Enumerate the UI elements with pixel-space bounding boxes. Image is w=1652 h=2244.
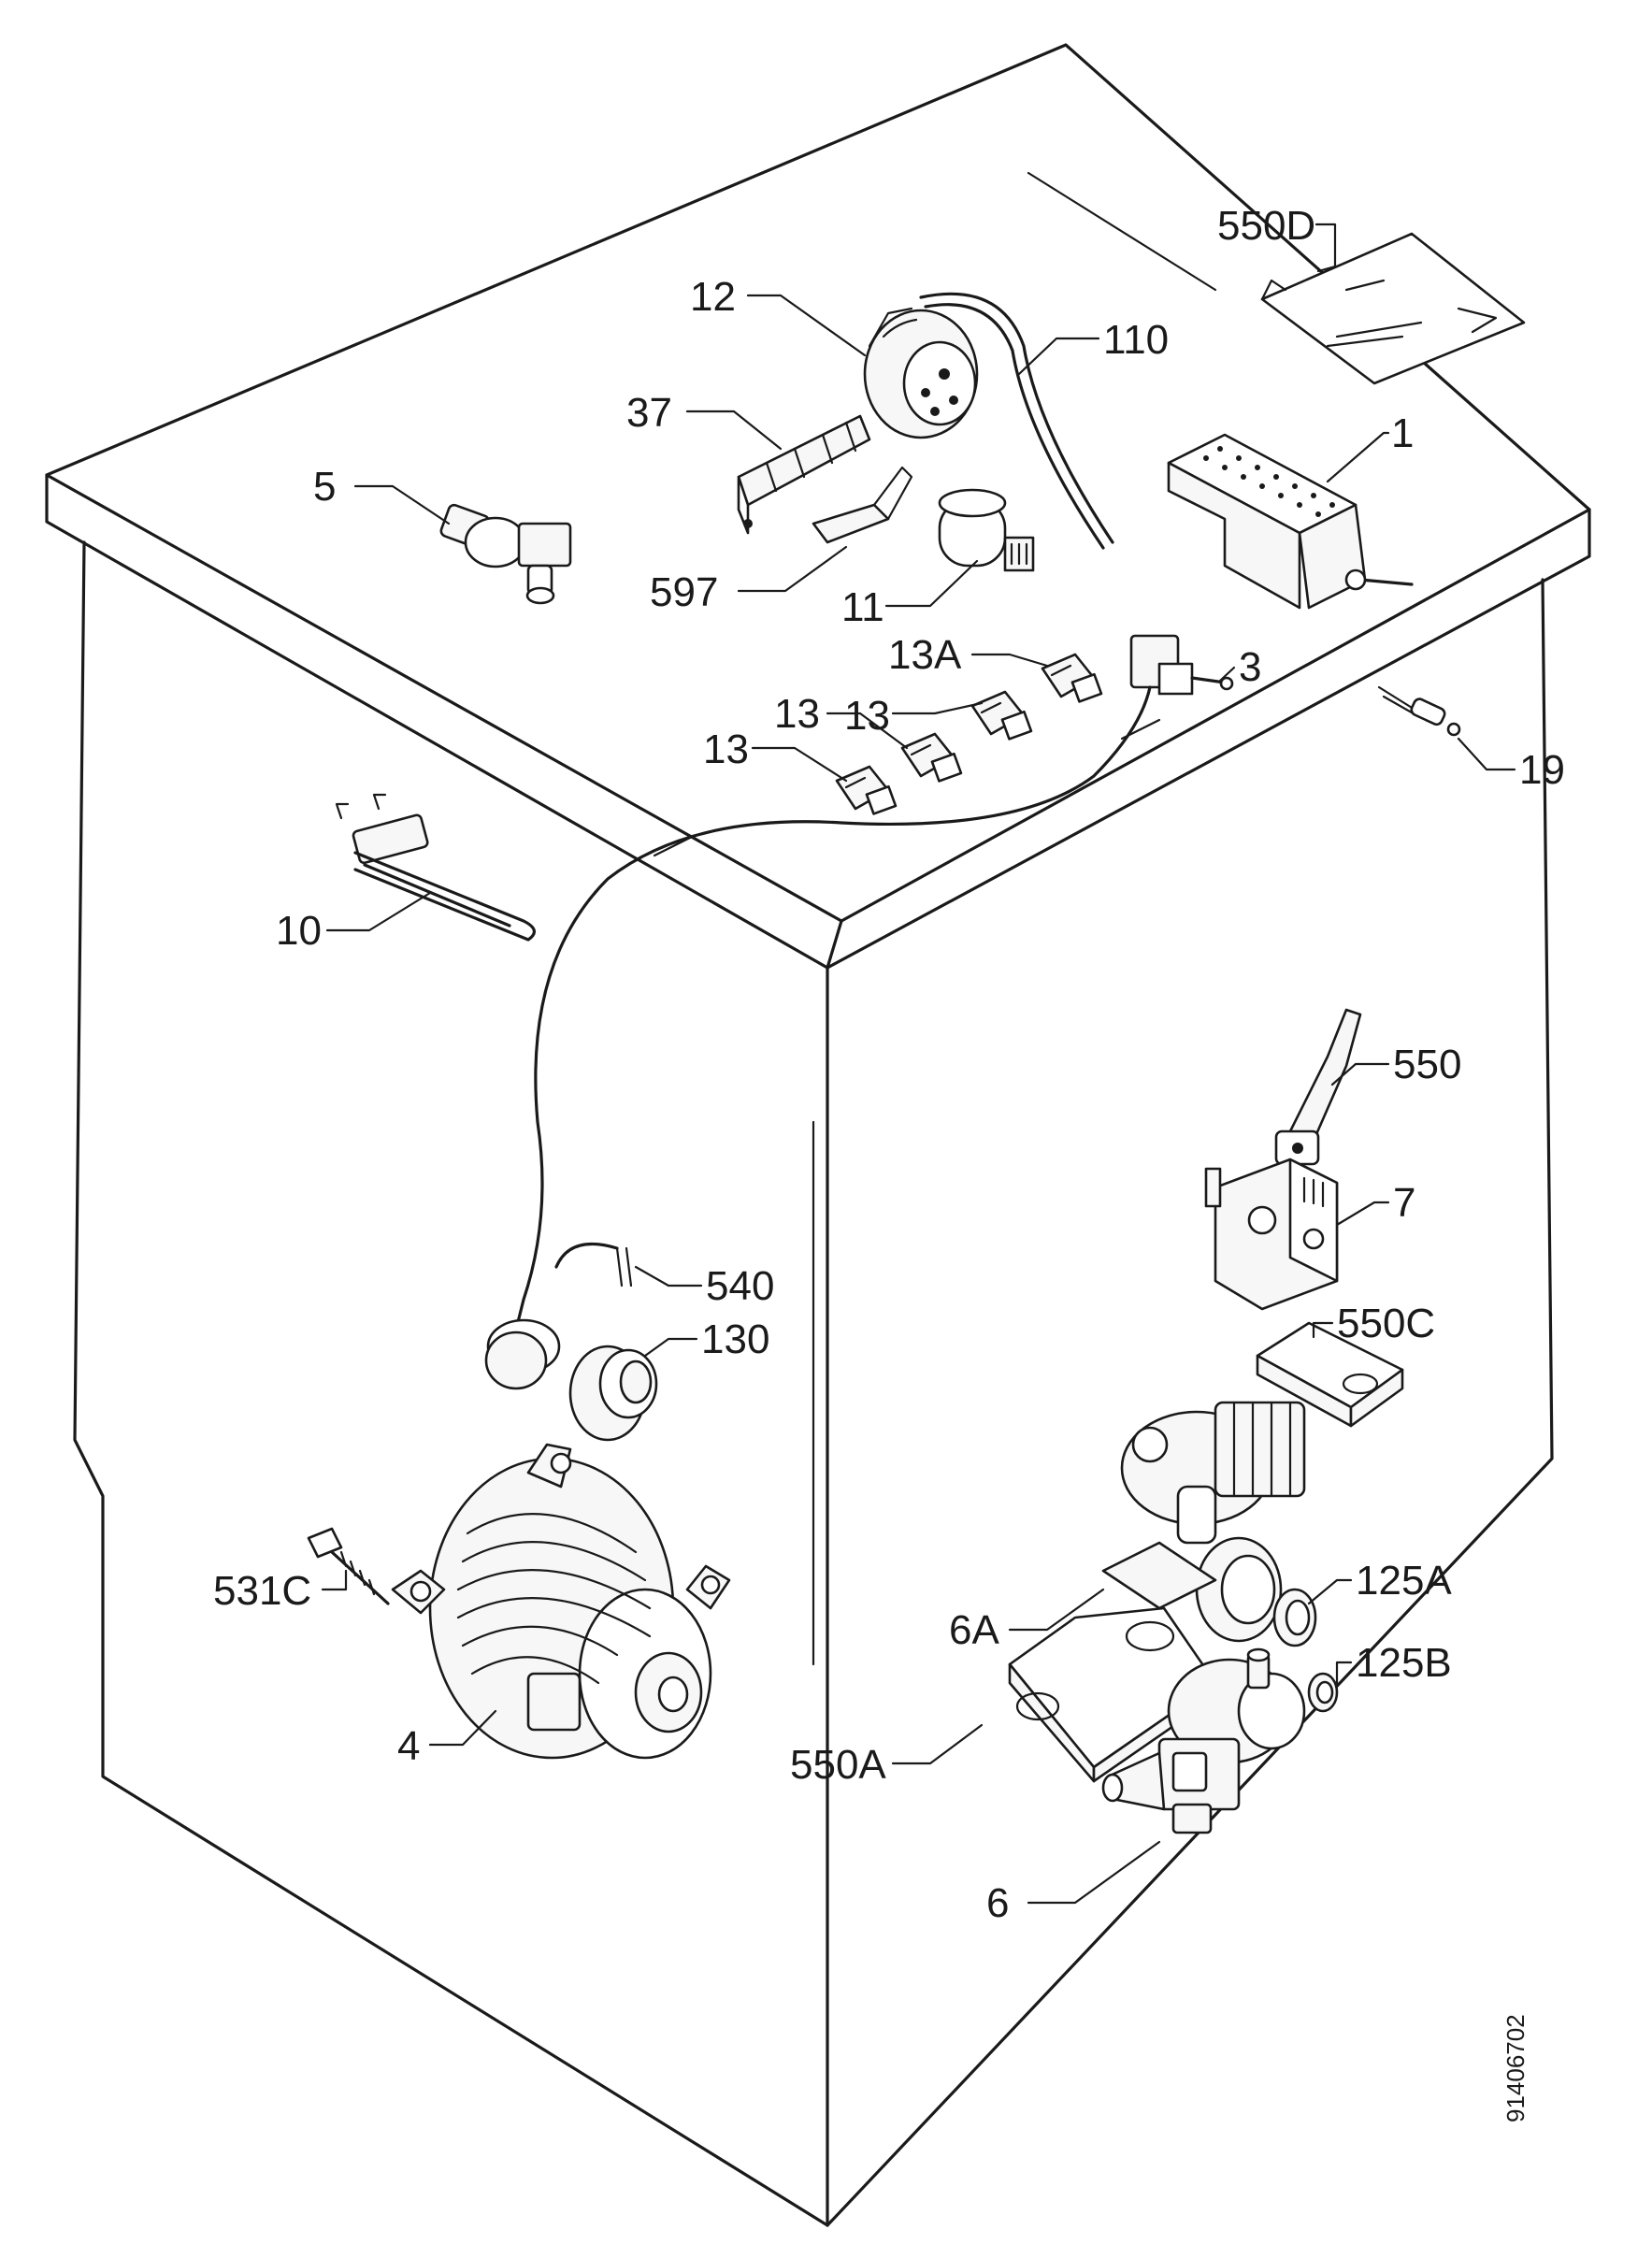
part-11-capacitor (938, 488, 1035, 572)
label-13-a: 13 (703, 726, 749, 772)
label-10: 10 (276, 908, 322, 954)
part-6a-pump-housing (1101, 1401, 1306, 1643)
callout-labels: 550D 12 110 37 1 5 597 11 13A 3 13 13 13… (213, 203, 1565, 1926)
part-550d-cover-plate (1260, 232, 1526, 385)
part-10-heating-element (335, 793, 536, 942)
label-597: 597 (650, 569, 718, 615)
part-550c-pump-cover (1256, 1321, 1404, 1428)
label-110: 110 (1103, 317, 1169, 363)
label-37: 37 (626, 390, 672, 436)
label-13-b: 13 (774, 691, 820, 737)
label-11: 11 (841, 584, 884, 630)
label-5: 5 (313, 464, 336, 510)
part-13-connector-c (970, 690, 1033, 741)
document-id: 91406702 (1501, 2014, 1530, 2122)
label-125a: 125A (1356, 1558, 1452, 1604)
part-3-switch (1129, 634, 1234, 696)
cable-harness (508, 685, 1152, 1358)
label-4: 4 (397, 1723, 420, 1769)
label-6a: 6A (949, 1607, 999, 1653)
label-6: 6 (986, 1880, 1009, 1926)
part-110-hose (919, 292, 1114, 550)
label-550: 550 (1393, 1042, 1461, 1087)
label-550d: 550D (1217, 203, 1315, 249)
label-13a: 13A (888, 632, 962, 678)
programmer-grid (1203, 446, 1335, 517)
part-130-seal (568, 1345, 658, 1442)
part-19-sensor (1377, 685, 1461, 737)
label-550c: 550C (1337, 1301, 1435, 1346)
label-3: 3 (1239, 644, 1261, 690)
label-531c: 531C (213, 1568, 311, 1614)
part-13-connector-a (835, 765, 898, 815)
part-540-clamp (554, 1242, 633, 1287)
label-19: 19 (1519, 747, 1565, 793)
label-550a: 550A (790, 1742, 886, 1788)
part-6-drain-pump (1101, 1647, 1306, 1834)
label-125b: 125B (1356, 1640, 1452, 1686)
cable-grommet (484, 1318, 561, 1390)
label-130: 130 (701, 1316, 769, 1362)
part-13a-connector (1041, 653, 1103, 703)
part-550-interlock-arm (1274, 1008, 1362, 1166)
label-7: 7 (1393, 1180, 1415, 1226)
part-4-motor (391, 1443, 731, 1760)
label-1: 1 (1391, 410, 1414, 456)
leader-lines (321, 223, 1516, 1905)
label-540: 540 (706, 1263, 774, 1309)
cabinet-outline (45, 43, 1591, 2227)
part-5-inlet-valve (439, 503, 572, 605)
part-1-programmer (1167, 433, 1414, 610)
label-12: 12 (690, 274, 736, 320)
part-13-connector-b (900, 732, 963, 783)
part-531c-screw (307, 1527, 390, 1605)
part-37-terminal-block (737, 414, 871, 535)
part-125a-oring (1272, 1588, 1317, 1647)
label-13-c: 13 (844, 693, 890, 739)
part-12-pressure-switch (863, 307, 979, 439)
part-597-clip (812, 466, 913, 544)
part-125b-ring (1307, 1672, 1339, 1713)
part-7-door-interlock (1204, 1158, 1339, 1311)
